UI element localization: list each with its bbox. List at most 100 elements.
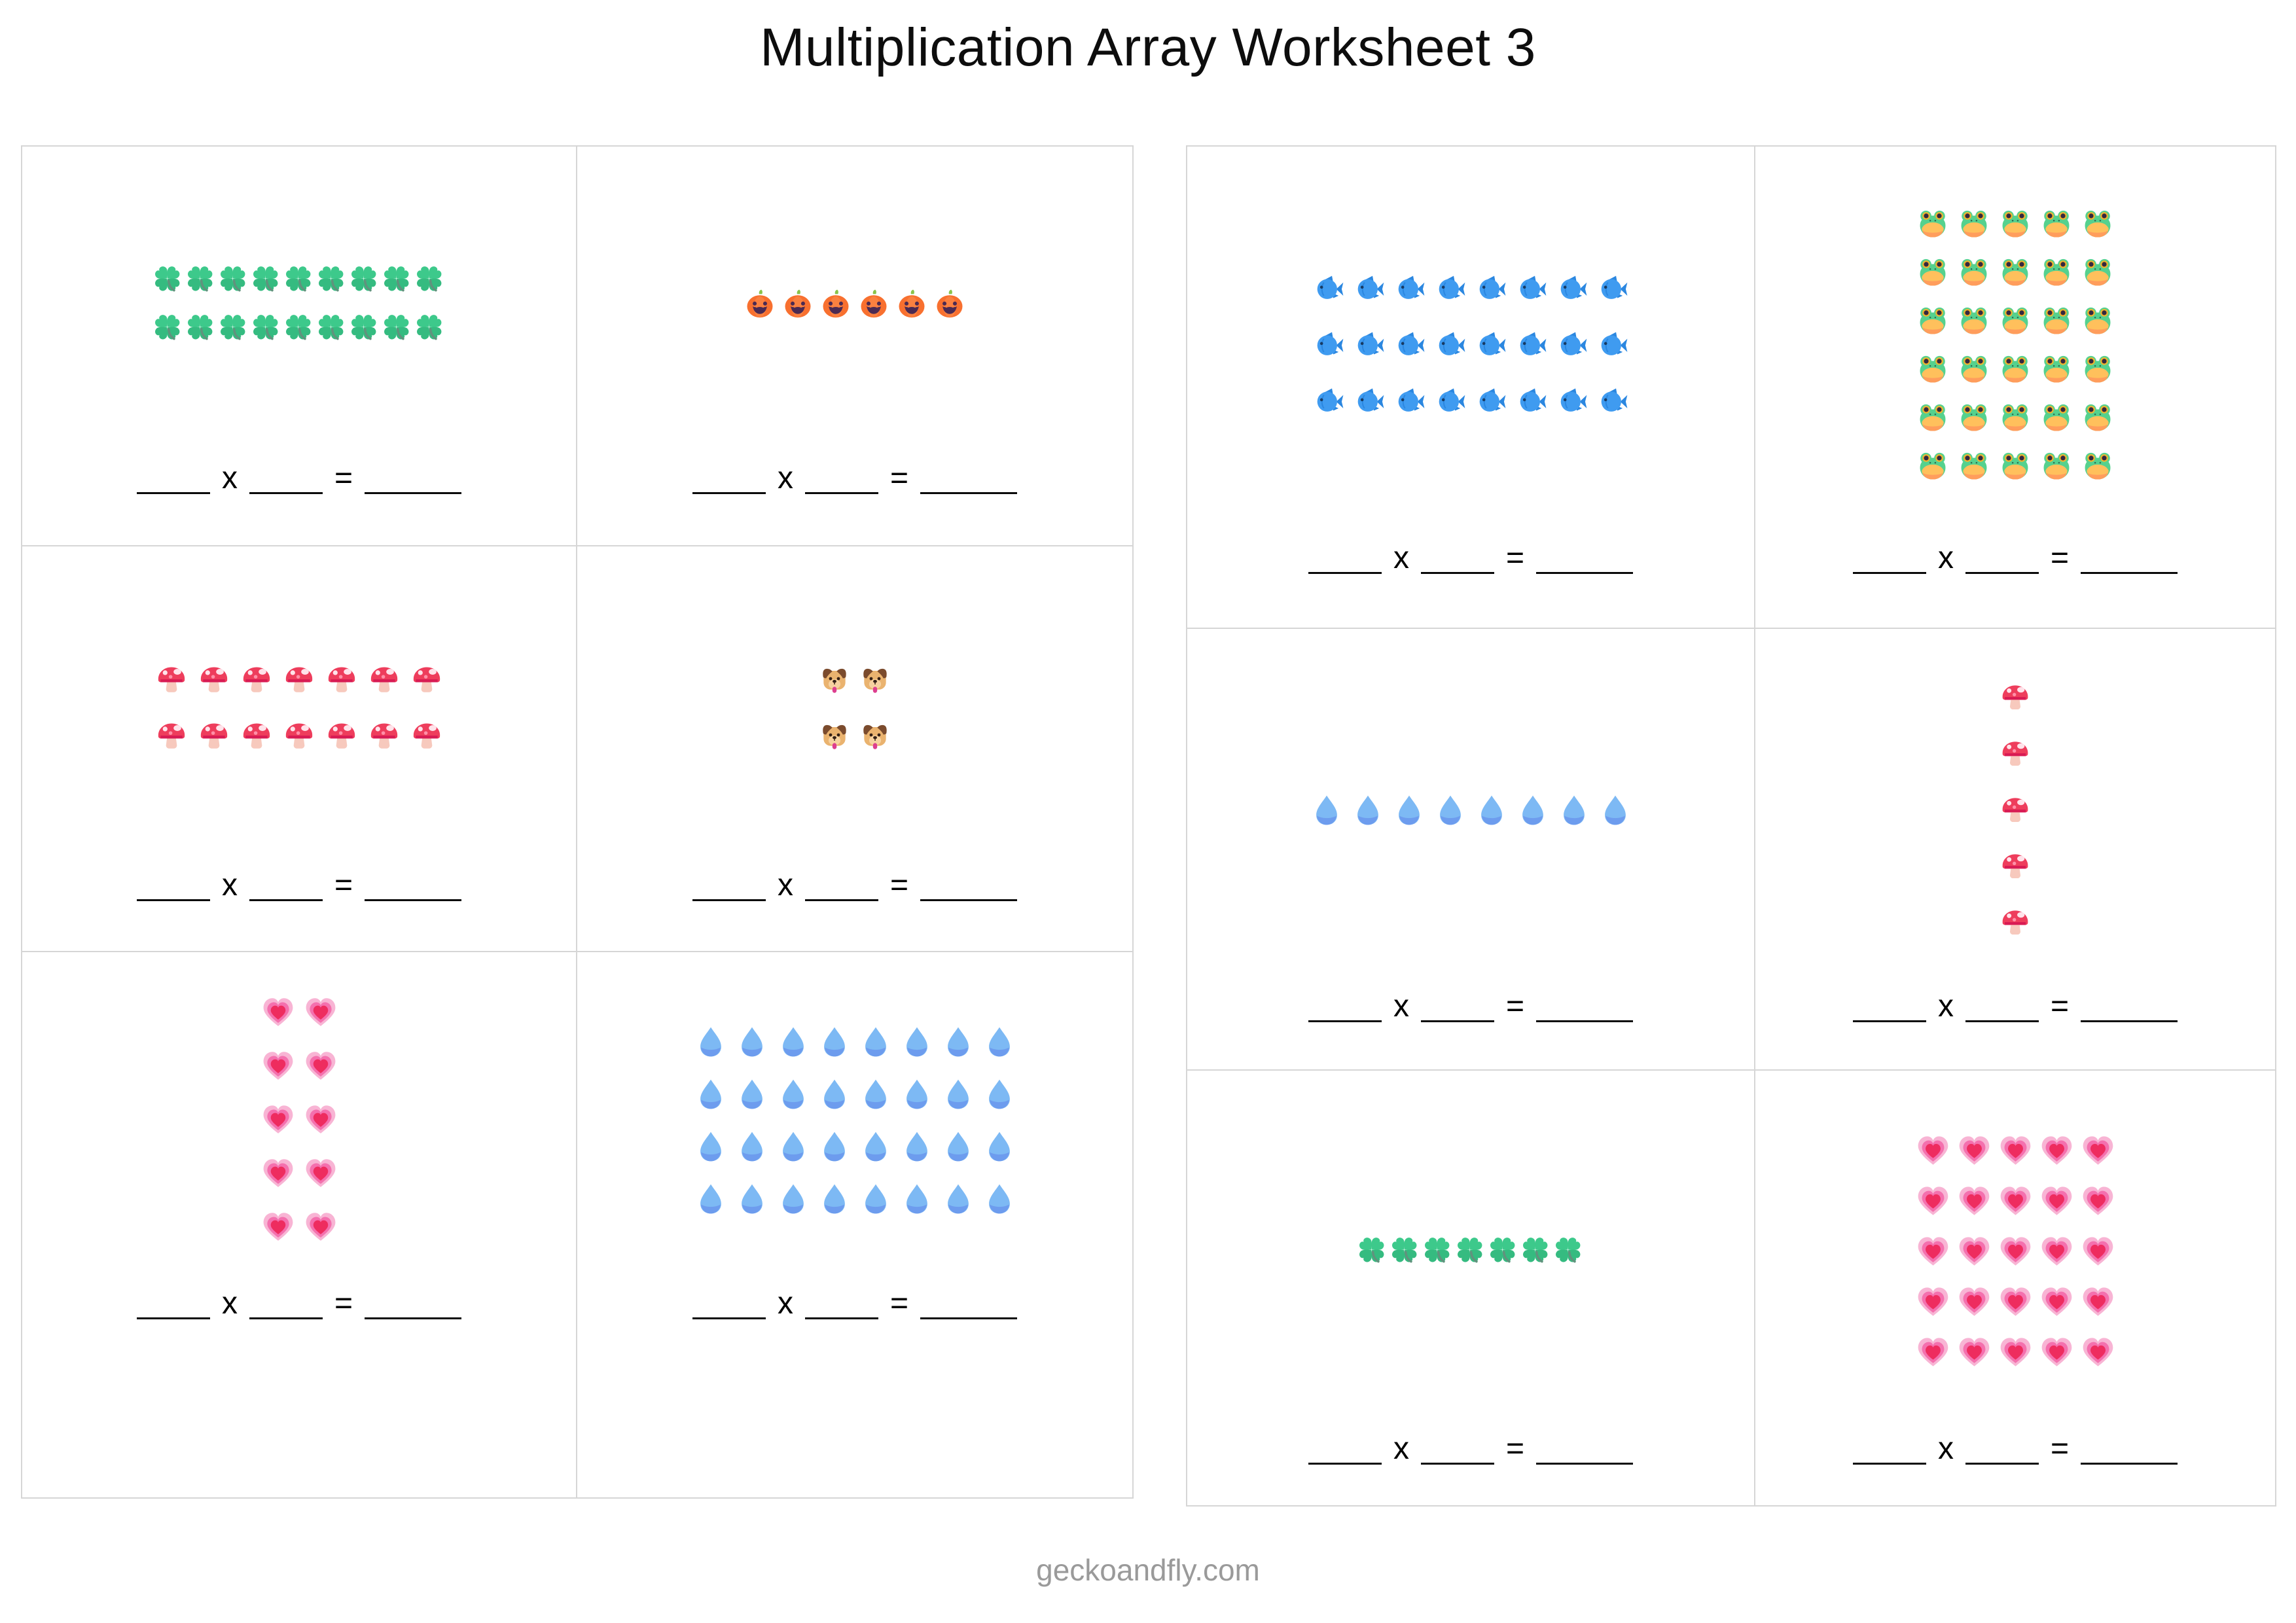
dog-face-icon (819, 664, 850, 696)
emoji-row (2000, 794, 2031, 826)
mushroom-icon (410, 664, 443, 696)
frog-icon (2081, 207, 2114, 240)
growing-heart-icon (1916, 1134, 1950, 1169)
fish-icon (1474, 384, 1508, 418)
mushroom-icon (2000, 851, 2031, 882)
equation-blank-factor1 (136, 1291, 210, 1319)
mushroom-icon (2000, 907, 2031, 938)
jack-o-lantern-icon (895, 288, 929, 322)
dog-face-icon (859, 721, 891, 752)
emoji-row (694, 1130, 1016, 1164)
mushroom-icon (2000, 682, 2031, 713)
growing-heart-icon (1916, 1235, 1950, 1270)
equals-symbol: = (889, 461, 909, 495)
frog-icon (1999, 207, 2032, 240)
equation-blank-factor2 (1965, 1436, 2039, 1465)
mushroom-icon (368, 664, 401, 696)
growing-heart-icon (304, 1103, 338, 1137)
emoji-row (155, 720, 443, 753)
growing-heart-icon (304, 996, 338, 1030)
equation: x = (1308, 991, 1634, 1022)
fish-icon (1515, 272, 1549, 306)
droplet-icon (694, 1025, 728, 1059)
equation-blank-factor2 (1420, 545, 1494, 574)
emoji-row (694, 1182, 1016, 1216)
frog-icon (1916, 353, 1949, 385)
emoji-row (1357, 1237, 1584, 1267)
multiply-symbol: x (1393, 541, 1409, 575)
droplet-icon (1516, 793, 1550, 827)
frog-icon (1958, 207, 1990, 240)
mushroom-icon (325, 664, 358, 696)
array-cell-pumpkin-1x6: x = (577, 147, 1132, 546)
droplet-icon (1475, 793, 1509, 827)
equals-symbol: = (1505, 1431, 1525, 1466)
emoji-row (2000, 907, 2031, 938)
emoji-row (261, 996, 338, 1030)
four-leaf-clover-icon (186, 266, 216, 296)
growing-heart-icon (1916, 1336, 1950, 1370)
four-leaf-clover-icon (1521, 1237, 1551, 1267)
dog-face-icon (819, 721, 850, 752)
jack-o-lantern-icon (933, 288, 967, 322)
frog-icon (1999, 353, 2032, 385)
emoji-row (1312, 272, 1630, 306)
equation-blank-product (1536, 545, 1634, 574)
array-cell-heart-5x2: x = (22, 952, 577, 1497)
emoji-row (1916, 353, 2114, 385)
worksheet-panel-right: x = x = x = x = (1186, 145, 2276, 1507)
mushroom-icon (2000, 738, 2031, 770)
frog-icon (2081, 401, 2114, 434)
equation-blank-factor2 (249, 465, 323, 494)
equals-symbol: = (2050, 989, 2070, 1024)
equation-blank-factor1 (1308, 993, 1382, 1022)
emoji-row (1916, 1185, 2115, 1219)
fish-icon (1515, 384, 1549, 418)
mushroom-icon (410, 720, 443, 753)
emoji-row (261, 1211, 338, 1245)
growing-heart-icon (304, 1211, 338, 1245)
emoji-row (1916, 1336, 2115, 1370)
equation-blank-product (920, 465, 1018, 494)
emoji-row (2000, 682, 2031, 713)
four-leaf-clover-icon (317, 266, 347, 296)
growing-heart-icon (2039, 1336, 2074, 1370)
growing-heart-icon (2081, 1134, 2115, 1169)
four-leaf-clover-icon (1456, 1237, 1486, 1267)
four-leaf-clover-icon (415, 266, 445, 296)
frog-icon (1999, 450, 2032, 482)
multiply-symbol: x (1937, 989, 1954, 1024)
equation-blank-factor1 (1308, 1436, 1382, 1465)
droplet-icon (1392, 793, 1426, 827)
fish-icon (1352, 328, 1386, 362)
frog-icon (2081, 304, 2114, 337)
droplet-icon (1310, 793, 1344, 827)
emoji-row (1916, 304, 2114, 337)
frog-icon (1916, 450, 1949, 482)
droplet-icon (859, 1182, 893, 1216)
four-leaf-clover-icon (382, 266, 412, 296)
equation-blank-factor1 (1852, 545, 1926, 574)
equation-blank-product (1536, 1436, 1634, 1465)
array-cell-frog-6x5: x = (1755, 147, 2275, 629)
emoji-array (1916, 1071, 2115, 1433)
frog-icon (2081, 353, 2114, 385)
growing-heart-icon (261, 1157, 295, 1191)
emoji-row (694, 1025, 1016, 1059)
growing-heart-icon (1998, 1336, 2033, 1370)
four-leaf-clover-icon (153, 314, 183, 344)
emoji-row (1916, 450, 2114, 482)
droplet-icon (694, 1130, 728, 1164)
equation: x = (692, 461, 1018, 495)
mushroom-icon (325, 720, 358, 753)
frog-icon (1958, 450, 1990, 482)
droplet-icon (941, 1182, 975, 1216)
emoji-array (2000, 629, 2031, 991)
equals-symbol: = (334, 461, 353, 495)
multiply-symbol: x (221, 1286, 238, 1321)
array-cell-dog-2x2: x = (577, 546, 1132, 952)
frog-icon (1958, 304, 1990, 337)
droplet-icon (817, 1025, 852, 1059)
equation: x = (692, 870, 1018, 901)
fish-icon (1474, 272, 1508, 306)
